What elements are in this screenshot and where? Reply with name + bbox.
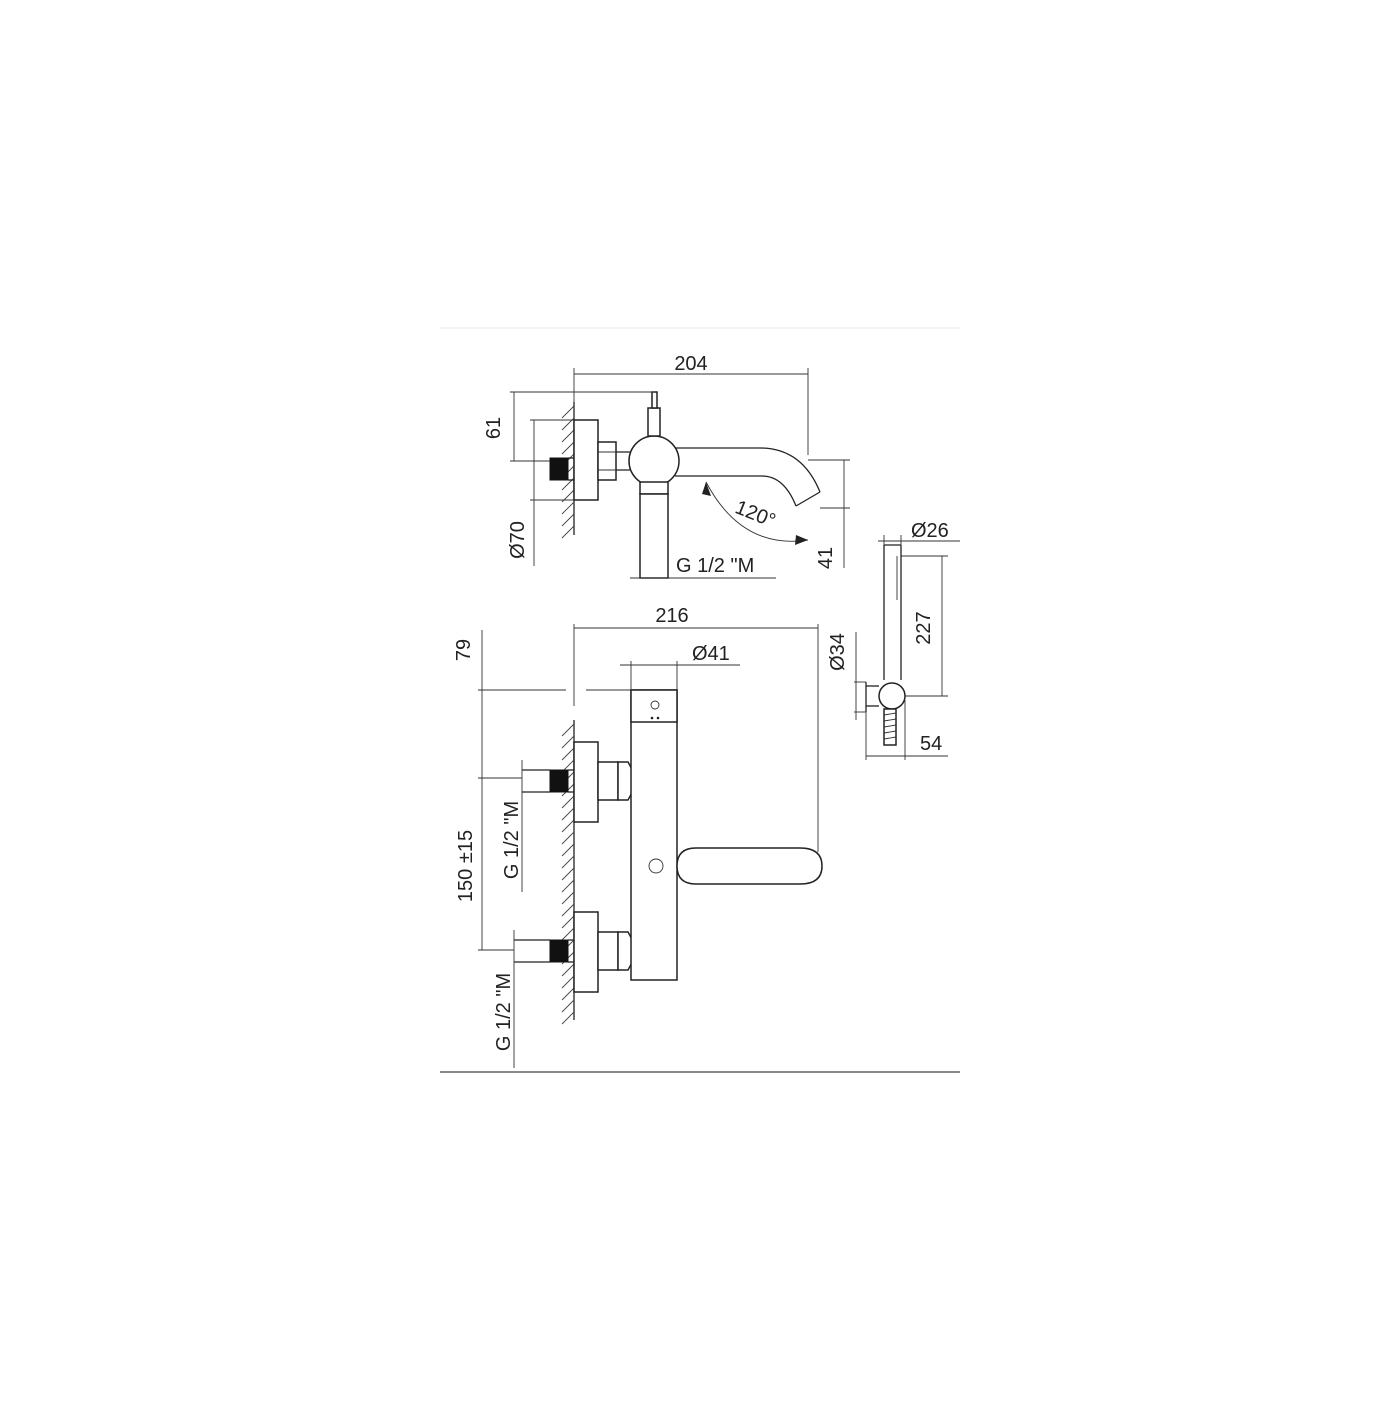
dim-34-label: Ø34	[827, 633, 849, 671]
dim-70-label: Ø70	[507, 521, 529, 559]
diverter-cap	[639, 481, 669, 495]
dim-79-label: 79	[453, 639, 475, 661]
top-thread-label: G 1/2 "M	[676, 555, 754, 577]
top-inlet-black	[549, 457, 569, 481]
front-view: 216 Ø41 79 150 ±15 G 1/2 "M G 1/2 "M	[453, 605, 823, 1068]
mixer-body	[630, 689, 678, 981]
lower-thread-label: G 1/2 "M	[493, 973, 515, 1051]
upper-nut	[597, 761, 619, 801]
top-flange	[573, 419, 599, 501]
dim-227-label: 227	[913, 611, 935, 644]
cap-indicator	[650, 700, 660, 710]
mixer-body-circle	[628, 435, 680, 487]
front-wall-hatching	[561, 723, 575, 1025]
shower-outlet	[639, 493, 669, 579]
cartridge-pin	[647, 407, 661, 437]
dim-54-label: 54	[920, 733, 942, 755]
lower-nut	[597, 931, 619, 971]
handshower-view: Ø26 227 Ø34 54	[827, 520, 960, 760]
lower-flange	[573, 911, 599, 993]
spout-bottom-edge	[675, 475, 797, 507]
arc-arrow-start	[702, 482, 711, 496]
upper-flange	[573, 741, 599, 823]
top-view: 120° 204 61 Ø70 41 G 1/2 "M	[483, 353, 850, 579]
dim-26-label: Ø26	[911, 520, 949, 542]
dim-216-label: 216	[655, 605, 688, 627]
dim-41-label: 41	[815, 547, 837, 569]
lower-inlet-black	[549, 939, 569, 963]
top-wall-hatching	[561, 405, 575, 539]
spout-tip	[795, 491, 821, 507]
pin-tip	[651, 391, 658, 409]
dim-41d-label: Ø41	[692, 643, 730, 665]
arc-arrow-end	[795, 535, 808, 545]
diverter-knob	[648, 858, 664, 874]
dim-204-label: 204	[674, 353, 707, 375]
angle-label: 120°	[732, 496, 779, 532]
dim-150-label: 150 ±15	[455, 830, 477, 902]
spout-top-edge	[675, 447, 821, 493]
handshower-holder	[878, 682, 906, 710]
dim-61-label: 61	[483, 417, 505, 439]
upper-inlet-black	[549, 769, 569, 793]
upper-thread-label: G 1/2 "M	[501, 801, 523, 879]
top-nut	[597, 441, 617, 481]
rotation-arc	[705, 481, 809, 542]
body-top-cap	[630, 689, 678, 723]
lever-handle	[676, 847, 823, 885]
